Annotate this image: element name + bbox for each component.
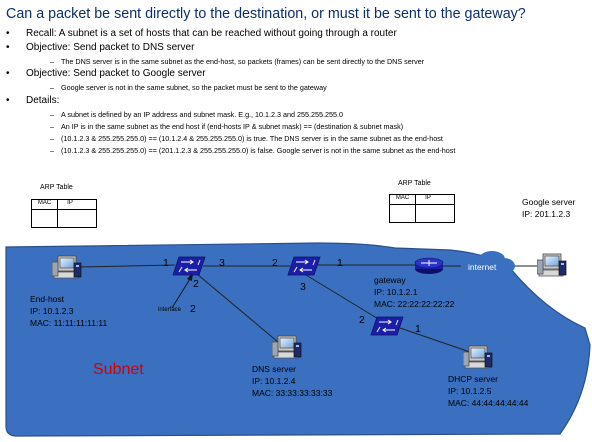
endhost-mac: MAC: 11:11:11:11:11 <box>30 318 108 328</box>
arp-right-col-mac: MAC <box>395 195 410 201</box>
bullet-dot: • <box>6 95 10 106</box>
port-label-sw1-2b: 2 <box>190 303 196 315</box>
bullet-3-sub-1: –Google server is not in the same subnet… <box>50 83 327 92</box>
link-switch3-dhcp <box>399 327 471 353</box>
bullet-4-sub-4: –(10.1.2.3 & 255.255.255.0) == (201.1.2.… <box>50 146 455 155</box>
gateway-label: gateway IP: 10.1.2.1 MAC: 22:22:22:22:22 <box>374 274 454 310</box>
bullet-4-sub-1: –A subnet is defined by an IP address an… <box>50 110 343 119</box>
arp-table-left-label: ARP Table <box>40 184 73 191</box>
bullet-4-sub-2: –An IP is in the same subnet as the end … <box>50 122 403 131</box>
bullet-2-sub-1: –The DNS server is in the same subnet as… <box>50 57 424 66</box>
dns-server-label: DNS server IP: 10.1.2.4 MAC: 33:33:33:33… <box>252 363 332 399</box>
google-server-computer[interactable] <box>537 253 567 277</box>
arp-table-right: MAC IP <box>389 194 455 223</box>
bullet-4-sub-4-text: (10.1.2.3 & 255.255.255.0) == (201.1.2.3… <box>61 146 456 155</box>
google-server-ip: IP: 201.1.2.3 <box>522 209 571 219</box>
internet-label: internet <box>468 262 497 272</box>
link-switch2-switch3 <box>305 274 381 321</box>
port-label-sw2-2: 2 <box>272 257 278 269</box>
arp-left-col-ip: IP <box>67 200 73 206</box>
bullet-dot: • <box>6 28 10 39</box>
link-endhost-switch1 <box>79 264 176 268</box>
dash-glyph: – <box>50 134 54 143</box>
arp-left-col-mac: MAC <box>37 200 52 206</box>
port-label-sw2-1: 1 <box>337 257 343 269</box>
bullet-2-text: Objective: Send packet to DNS server <box>26 42 195 53</box>
bullet-3-sub-1-text: Google server is not in the same subnet,… <box>61 83 327 92</box>
dns-server-mac: MAC: 33:33:33:33:33 <box>252 388 333 398</box>
bullet-3-text: Objective: Send packet to Google server <box>26 68 206 79</box>
arp-table-left: MAC IP <box>31 199 97 228</box>
endhost-name: End-host <box>30 294 65 304</box>
bullet-4-sub-1-text: A subnet is defined by an IP address and… <box>61 110 343 119</box>
dash-glyph: – <box>50 122 54 131</box>
interface-label: interface <box>158 307 182 313</box>
dash-glyph: – <box>50 146 54 155</box>
gateway-router[interactable] <box>414 257 444 274</box>
bullet-4: • Details: <box>6 95 59 106</box>
gateway-name: gateway <box>374 275 406 285</box>
bullet-2-sub-1-text: The DNS server is in the same subnet as … <box>61 57 425 66</box>
bullet-2: • Objective: Send packet to DNS server <box>6 42 194 53</box>
bullet-4-sub-3: –(10.1.2.3 & 255.255.255.0) == (10.1.2.4… <box>50 134 443 143</box>
dash-glyph: – <box>50 83 54 92</box>
subnet-label: Subnet <box>93 361 144 378</box>
link-switch1-dns <box>196 273 279 343</box>
bullet-dot: • <box>6 68 10 79</box>
switch-1[interactable] <box>172 256 206 276</box>
bullet-dot: • <box>6 42 10 53</box>
gateway-ip: IP: 10.1.2.1 <box>374 287 418 297</box>
port-label-sw1-3: 3 <box>219 257 225 269</box>
dhcp-server-mac: MAC: 44:44:44:44:44 <box>448 398 529 408</box>
bullet-1: • Recall: A subnet is a set of hosts that… <box>6 28 397 39</box>
arp-table-right-label: ARP Table <box>398 180 431 187</box>
port-label-sw1-1: 1 <box>163 257 169 269</box>
port-label-sw3-1: 1 <box>415 323 421 335</box>
dhcp-server-label: DHCP server IP: 10.1.2.5 MAC: 44:44:44:4… <box>448 373 528 409</box>
subnet-area <box>5 242 591 437</box>
arp-right-col-ip: IP <box>425 195 431 201</box>
dns-server-ip: IP: 10.1.2.4 <box>252 376 296 386</box>
port-label-sw1-2a: 2 <box>193 278 199 290</box>
slide-title: Can a packet be sent directly to the des… <box>6 6 526 22</box>
endhost-ip: IP: 10.1.2.3 <box>30 306 74 316</box>
bullet-1-text: Recall: A subnet is a set of hosts that … <box>26 28 397 39</box>
port-label-sw3-2: 2 <box>359 314 365 326</box>
switch-3[interactable] <box>370 316 404 336</box>
google-server-label: Google server IP: 201.1.2.3 <box>522 196 575 220</box>
dash-glyph: – <box>50 57 54 66</box>
port-label-sw2-3: 3 <box>300 281 306 293</box>
dash-glyph: – <box>50 110 54 119</box>
dns-server-name: DNS server <box>252 364 296 374</box>
network-links <box>79 264 540 353</box>
endhost-label: End-host IP: 10.1.2.3 MAC: 11:11:11:11:1… <box>30 293 107 329</box>
bullet-4-sub-3-text: (10.1.2.3 & 255.255.255.0) == (10.1.2.4 … <box>61 134 443 143</box>
dhcp-server-ip: IP: 10.1.2.5 <box>448 386 492 396</box>
google-server-name: Google server <box>522 197 576 207</box>
bullet-4-text: Details: <box>26 95 60 106</box>
internet-cloud <box>460 251 515 276</box>
bullet-3: • Objective: Send packet to Google server <box>6 68 206 79</box>
gateway-mac: MAC: 22:22:22:22:22 <box>374 299 455 309</box>
bullet-4-sub-2-text: An IP is in the same subnet as the end h… <box>61 122 404 131</box>
switch-2[interactable] <box>287 256 321 276</box>
dhcp-server-name: DHCP server <box>448 374 498 384</box>
